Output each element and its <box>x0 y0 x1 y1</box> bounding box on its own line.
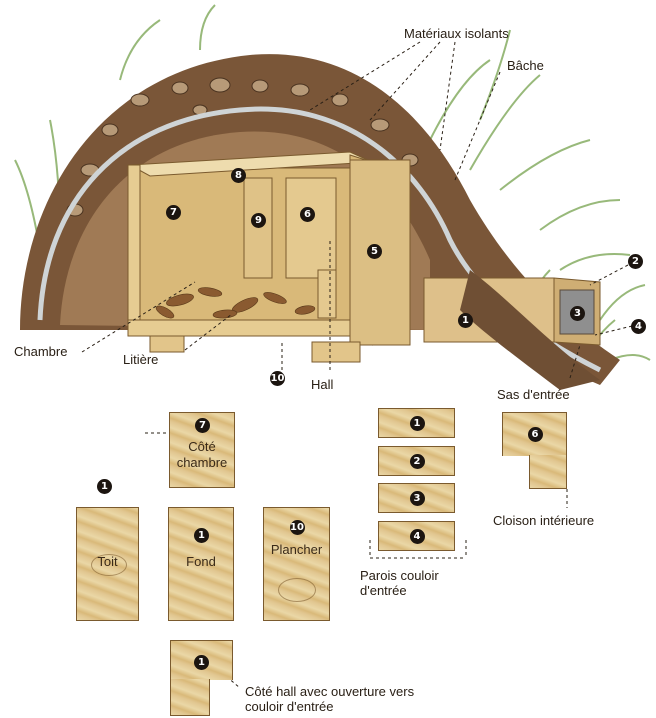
piece-paroi-4: 4 <box>378 521 455 551</box>
piece-cote-hall-foot <box>170 679 210 716</box>
marker-9: 9 <box>251 213 266 228</box>
label-cote-hall: Côté hall avec ouverture vers couloir d'… <box>245 684 414 714</box>
marker-4: 4 <box>631 319 646 334</box>
centre-post <box>244 178 272 278</box>
piece-cloison-foot <box>529 455 567 489</box>
piece-cote-hall-top: 1 <box>170 640 233 680</box>
wood-knot <box>278 578 316 602</box>
label-sas-entree: Sas d'entrée <box>497 387 570 402</box>
box-left-post <box>128 165 140 335</box>
marker-5: 5 <box>367 244 382 259</box>
piece-marker-paroi-3: 3 <box>410 491 425 506</box>
divider-foot <box>318 270 336 318</box>
inner-divider <box>286 178 336 278</box>
label-litiere: Litière <box>123 352 158 367</box>
piece-label-toit: Toit <box>77 554 138 570</box>
piece-paroi-3: 3 <box>378 483 455 513</box>
piece-label-cote-chambre: Côté chambre <box>170 439 234 471</box>
box-foot-right <box>312 342 360 362</box>
piece-marker-7: 7 <box>195 418 210 433</box>
piece-cloison-top: 6 <box>502 412 567 456</box>
marker-2: 2 <box>628 254 643 269</box>
piece-cote-chambre: 7 Côté chambre <box>169 412 235 488</box>
label-bache: Bâche <box>507 58 544 73</box>
piece-marker-paroi-2: 2 <box>410 454 425 469</box>
piece-marker-paroi-4: 4 <box>410 529 425 544</box>
marker-3: 3 <box>570 306 585 321</box>
marker-10: 10 <box>270 371 285 386</box>
piece-plancher: 10 Plancher <box>263 507 330 621</box>
marker-7: 7 <box>166 205 181 220</box>
piece-label-plancher: Plancher <box>264 542 329 558</box>
marker-6: 6 <box>300 207 315 222</box>
piece-marker-toit: 1 <box>97 479 112 494</box>
piece-marker-cloison: 6 <box>528 427 543 442</box>
piece-marker-paroi-1: 1 <box>410 416 425 431</box>
piece-marker-fond: 1 <box>194 528 209 543</box>
marker-8: 8 <box>231 168 246 183</box>
piece-paroi-2: 2 <box>378 446 455 476</box>
label-cloison-interieure: Cloison intérieure <box>493 513 594 528</box>
piece-marker-cote-hall: 1 <box>194 655 209 670</box>
marker-1: 1 <box>458 313 473 328</box>
box-front-bottom <box>128 320 353 336</box>
label-materiaux-isolants: Matériaux isolants <box>404 26 509 41</box>
piece-paroi-1: 1 <box>378 408 455 438</box>
piece-fond: 1 Fond <box>168 507 234 621</box>
piece-label-fond: Fond <box>169 554 233 570</box>
label-chambre: Chambre <box>14 344 67 359</box>
piece-toit: Toit <box>76 507 139 621</box>
label-hall: Hall <box>311 377 333 392</box>
piece-marker-plancher: 10 <box>290 520 305 535</box>
box-foot-left <box>150 336 184 352</box>
label-parois-couloir: Parois couloir d'entrée <box>360 568 439 598</box>
